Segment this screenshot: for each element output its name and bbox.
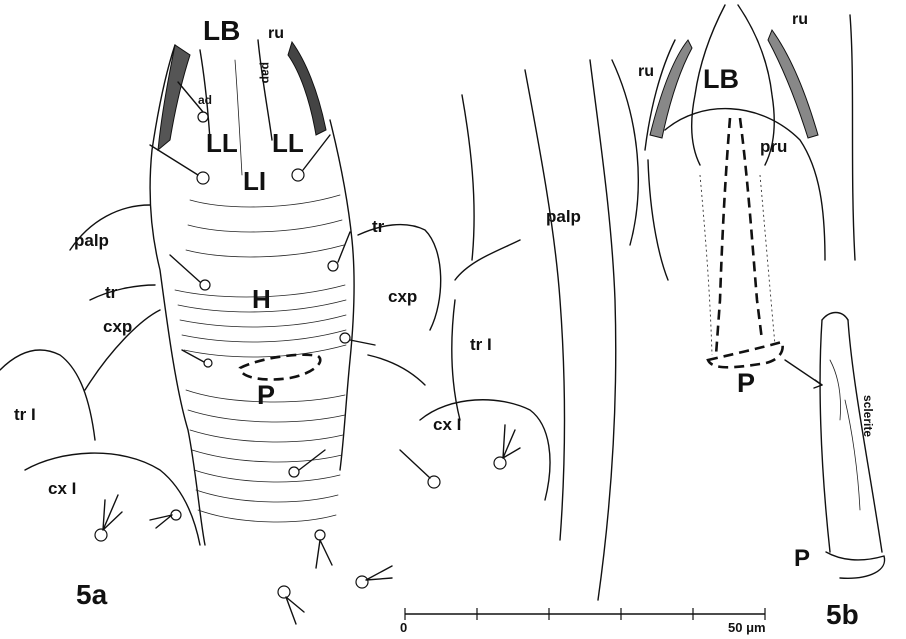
label-b-lb: LB	[703, 64, 739, 94]
label-pap: pap	[259, 62, 273, 83]
label-li: LI	[243, 166, 266, 196]
label-b-p-small: P	[794, 545, 810, 572]
panel-5a-labels: LB ru ad pap LL LL LI palp tr tr H cxp c…	[14, 15, 581, 610]
label-b-p: P	[737, 368, 755, 398]
label-tr-left: tr	[105, 283, 118, 302]
scale-bar-end: 50 μm	[728, 620, 766, 635]
panel-5b-labels: ru ru LB pru P sclerite P 5b	[638, 11, 875, 630]
label-tr-right: tr	[372, 217, 385, 236]
panel-label-5b: 5b	[826, 599, 859, 630]
label-palp-left: palp	[74, 231, 109, 250]
label-sclerite: sclerite	[861, 395, 875, 437]
label-ll-left: LL	[206, 128, 238, 158]
scale-bar: 0 50 μm	[400, 608, 766, 635]
label-ad: ad	[198, 93, 212, 107]
label-cx1-left: cx I	[48, 479, 76, 498]
label-b-ru-left: ru	[638, 63, 654, 80]
label-tr1-left: tr I	[14, 405, 36, 424]
label-cx1-right: cx I	[433, 415, 461, 434]
label-h: H	[252, 284, 271, 314]
panel-label-5a: 5a	[76, 579, 108, 610]
label-ll-right: LL	[272, 128, 304, 158]
label-tr1-right: tr I	[470, 335, 492, 354]
label-b-ru-right: ru	[792, 11, 808, 28]
label-ru: ru	[268, 25, 284, 42]
panel-5b-drawing	[612, 5, 885, 578]
label-b-pru: pru	[760, 137, 787, 156]
label-palp-right: palp	[546, 207, 581, 226]
label-cxp-left: cxp	[103, 317, 132, 336]
scale-bar-start: 0	[400, 620, 407, 635]
label-lb: LB	[203, 15, 240, 46]
panel-5a-drawing	[0, 40, 616, 624]
label-p: P	[257, 380, 275, 410]
label-cxp-right: cxp	[388, 287, 417, 306]
